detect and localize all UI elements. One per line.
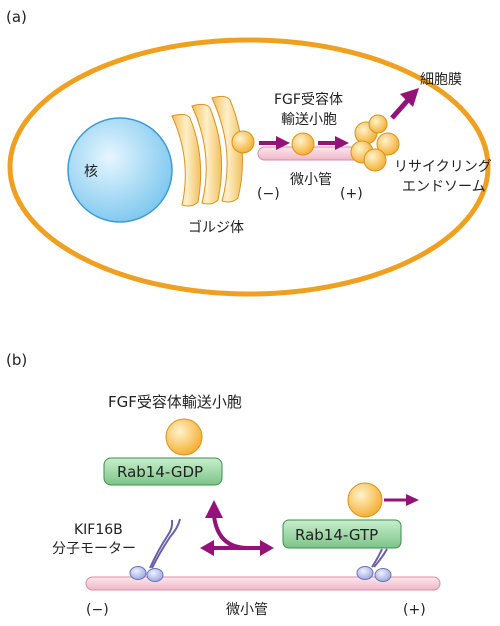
kif16b-motor-left: [129, 518, 181, 582]
microtubule-a-label: 微小管: [290, 172, 332, 188]
vesicle-a-1: [231, 130, 255, 154]
cell-membrane-label: 細胞膜: [420, 72, 462, 88]
golgi-label: ゴルジ体: [188, 219, 244, 236]
exocytosis-arrow: [390, 88, 419, 120]
vesicle-label-line1: FGF受容体: [274, 91, 343, 108]
microtubule-b-label: 微小管: [226, 602, 268, 618]
nucleus-shape: [67, 117, 173, 223]
endosome-label-line2: エンドソーム: [402, 179, 486, 195]
nucleus-label: 核: [84, 164, 98, 180]
motor-label-line2: 分子モーター: [52, 541, 136, 557]
plus-end-a-label: (+): [340, 186, 363, 202]
panel-b-label: (b): [6, 351, 27, 369]
cell-membrane-outline: [7, 37, 491, 297]
rab14-gdp-label: Rab14-GDP: [117, 463, 203, 481]
kif16b-motor-right: [356, 548, 392, 582]
minus-end-a-label: (−): [257, 186, 280, 202]
exchange-arrow: [200, 500, 274, 556]
plus-end-b-label: (+): [403, 602, 426, 618]
vesicle-b-2: [347, 482, 383, 518]
transport-arrow-a-2: [318, 136, 349, 150]
transport-arrow-a-1: [259, 136, 290, 150]
rab14-gtp-label: Rab14-GTP: [295, 526, 378, 544]
vesicle-b-1: [165, 418, 203, 456]
minus-end-b-label: (−): [86, 602, 109, 618]
rab14-gtp-box: [282, 519, 402, 549]
vesicle-movement-arrow: [384, 494, 419, 506]
vesicle-label-line2: 輸送小胞: [281, 112, 337, 128]
endosome-label-line1: リサイクリング: [394, 159, 492, 175]
recycling-endosome-cluster: [350, 114, 400, 172]
microtubule-b: [85, 576, 441, 591]
rab14-gdp-box: [103, 457, 223, 486]
vesicle-b-label: FGF受容体輸送小胞: [108, 393, 242, 411]
golgi-apparatus: [171, 95, 243, 207]
motor-label-line1: KIF16B: [74, 522, 123, 538]
panel-a-label: (a): [6, 8, 27, 26]
vesicle-a-2: [291, 132, 315, 156]
